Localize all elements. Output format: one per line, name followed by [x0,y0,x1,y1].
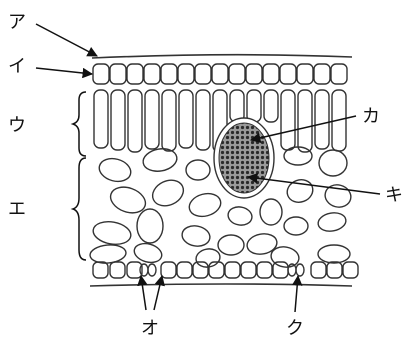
label-e: エ [8,199,26,220]
lower-epidermis-cell [110,262,125,278]
brace-u [73,92,86,156]
upper-epidermis-cell [127,64,143,84]
guard-cell [140,264,148,276]
spongy-cell [323,182,354,210]
upper-epidermis-cell [331,64,347,84]
spongy-cell [317,211,348,234]
arrow-ki [248,177,380,194]
spongy-cell [186,160,210,180]
spongy-cell [91,219,132,247]
upper-epidermis-cell [178,64,194,84]
lower-epidermis-cell [343,262,358,278]
palisade-cell [145,90,159,149]
label-a: ア [8,12,26,33]
upper-epidermis-cell [161,64,177,84]
upper-epidermis-cell [144,64,160,84]
upper-epidermis [93,64,347,84]
upper-epidermis-cell [110,64,126,84]
label-ku: ク [286,318,304,339]
upper-epidermis-cell [263,64,279,84]
palisade-cell [281,90,295,150]
spongy-cell [318,245,350,263]
spongy-cell [227,205,254,227]
spongy-cell [97,155,134,185]
spongy-cell [180,224,211,249]
palisade-cell [111,90,125,150]
spongy-cell [260,199,282,225]
label-ka: カ [362,106,380,127]
palisade-cell [94,90,108,148]
cuticle-top [92,55,352,58]
lower-epidermis-cell [177,262,192,278]
palisade-cell [315,90,329,149]
lower-epidermis-cell [311,262,326,278]
arrow-ka [251,116,356,140]
lower-epidermis [93,262,358,278]
label-u: ウ [8,115,26,136]
palisade-cell [179,90,193,148]
guard-cell [148,264,156,276]
upper-epidermis-cell [229,64,245,84]
label-ki: キ [385,185,403,206]
palisade-cell [230,90,244,122]
palisade-cell [162,90,176,151]
vascular-bundle [214,118,274,198]
spongy-cell [218,235,244,255]
lower-epidermis-cell [241,262,256,278]
spongy-cell [245,232,278,257]
spongy-cell [284,217,308,235]
spongy-cell [319,150,347,176]
cuticle-bottom [90,284,352,286]
spongy-cell [284,176,316,206]
palisade-cell [128,90,142,152]
lower-epidermis-cell [225,262,240,278]
palisade-cell [298,90,312,152]
spongy-cell [148,175,187,210]
lower-epidermis-cell [161,262,176,278]
upper-epidermis-cell [280,64,296,84]
spongy-cell [137,209,163,243]
brace-e [73,158,86,260]
palisade-cell [264,90,278,122]
arrow-ku [295,276,298,312]
lower-epidermis-cell [327,262,342,278]
palisade-cell [247,90,261,122]
arrow-i [36,68,92,74]
upper-epidermis-cell [195,64,211,84]
arrow-o-right [154,276,162,310]
lower-epidermis-cell [93,262,108,278]
spongy-cell [89,243,126,264]
lower-epidermis-cell [273,262,288,278]
arrow-a [36,24,97,56]
label-o: オ [141,318,159,339]
upper-epidermis-cell [212,64,228,84]
upper-epidermis-cell [297,64,313,84]
upper-epidermis-cell [246,64,262,84]
spongy-cell [284,147,312,165]
label-i: イ [8,56,26,77]
upper-epidermis-cell [93,64,109,84]
arrow-o-left [141,276,146,310]
spongy-cell [187,190,224,220]
guard-cell [296,264,304,276]
lower-epidermis-cell [193,262,208,278]
lower-epidermis-cell [257,262,272,278]
upper-epidermis-cell [314,64,330,84]
palisade-cell [196,90,210,150]
